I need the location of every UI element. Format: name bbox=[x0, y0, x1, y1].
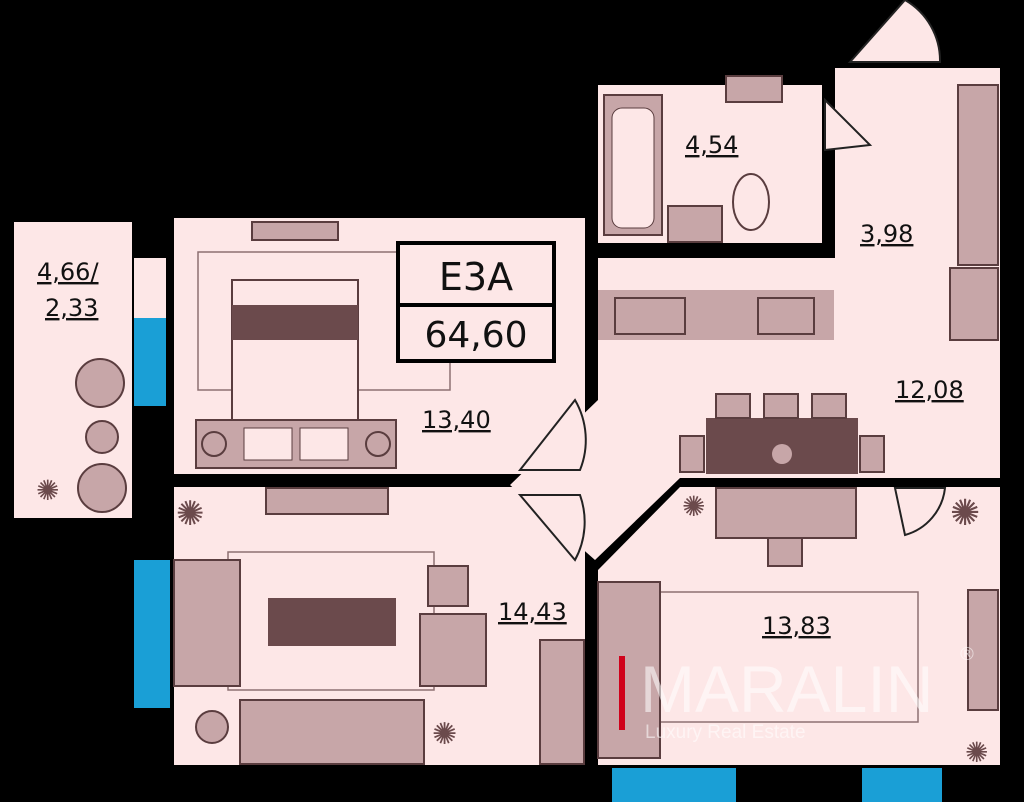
bathroom-door[interactable] bbox=[824, 97, 873, 152]
area-living-room: 14,43 bbox=[498, 598, 567, 626]
balcony-passage bbox=[134, 258, 166, 318]
plant-icon: ✺ bbox=[965, 736, 988, 769]
chair bbox=[859, 435, 885, 473]
bedroom-tv bbox=[251, 221, 339, 241]
watermark-bar bbox=[619, 656, 625, 730]
mirror-cabinet bbox=[967, 589, 999, 711]
area-bathroom: 4,54 bbox=[685, 131, 738, 159]
chair bbox=[811, 393, 847, 419]
floor-lamp bbox=[195, 710, 229, 744]
coffee-table bbox=[268, 598, 396, 646]
living-wardrobe bbox=[539, 639, 585, 765]
balcony-chair bbox=[77, 463, 127, 513]
lamp-icon bbox=[427, 565, 469, 607]
area-balcony: 4,66/ bbox=[37, 258, 99, 286]
bed bbox=[231, 279, 359, 421]
chair bbox=[679, 435, 705, 473]
bed-blanket bbox=[232, 305, 358, 340]
window-second-bedroom-2 bbox=[862, 768, 942, 802]
balcony-chair bbox=[75, 358, 125, 408]
bathtub-inner bbox=[611, 107, 655, 229]
tv-stand bbox=[265, 487, 389, 515]
wardrobe bbox=[957, 84, 999, 266]
armchair-sofa bbox=[173, 559, 241, 687]
apartment-total-area: 64,60 bbox=[424, 315, 527, 356]
bedroom-door[interactable] bbox=[517, 398, 587, 471]
plant-icon: ✺ bbox=[682, 490, 705, 523]
chair bbox=[763, 393, 799, 419]
lamp-icon bbox=[201, 431, 227, 457]
vase bbox=[772, 444, 792, 464]
chair bbox=[715, 393, 751, 419]
room-second-bedroom[interactable] bbox=[598, 487, 1000, 765]
apartment-label-box bbox=[396, 241, 556, 363]
area-second-bedroom: 13,83 bbox=[762, 612, 831, 640]
window-balcony bbox=[134, 318, 166, 406]
lamp-icon bbox=[365, 431, 391, 457]
sofa bbox=[239, 699, 425, 765]
plant-icon: ✺ bbox=[36, 474, 59, 507]
desk bbox=[715, 487, 857, 539]
watermark-registered: ® bbox=[958, 644, 976, 665]
plant-icon: ✺ bbox=[950, 493, 980, 534]
watermark-tagline: Luxury Real Estate bbox=[645, 722, 806, 743]
area-kitchen-living: 12,08 bbox=[895, 376, 964, 404]
window-second-bedroom bbox=[612, 768, 736, 802]
sink bbox=[667, 205, 723, 243]
balcony-table bbox=[85, 420, 119, 454]
plant-icon: ✺ bbox=[432, 717, 457, 752]
pillow bbox=[243, 427, 293, 461]
area-hallway: 3,98 bbox=[860, 220, 913, 248]
shoe-cabinet bbox=[949, 267, 999, 341]
toilet bbox=[732, 173, 770, 231]
apartment-code: E3A bbox=[439, 255, 513, 299]
area-balcony-reduced: 2,33 bbox=[45, 294, 98, 322]
window-living bbox=[134, 560, 170, 708]
washing-machine bbox=[725, 75, 783, 103]
second-bedroom-door[interactable] bbox=[893, 487, 947, 537]
area-bedroom: 13,40 bbox=[422, 406, 491, 434]
entrance-door[interactable] bbox=[847, 0, 942, 63]
bed-headboard bbox=[195, 419, 397, 469]
kitchen-sink bbox=[757, 297, 815, 335]
desk-chair bbox=[767, 537, 803, 567]
watermark-brand: MARALIN bbox=[640, 652, 933, 726]
living-door[interactable] bbox=[517, 494, 586, 562]
armchair bbox=[419, 613, 487, 687]
sofa-bed bbox=[597, 581, 661, 759]
plant-icon: ✺ bbox=[176, 494, 205, 534]
stove bbox=[614, 297, 686, 335]
pillow bbox=[299, 427, 349, 461]
